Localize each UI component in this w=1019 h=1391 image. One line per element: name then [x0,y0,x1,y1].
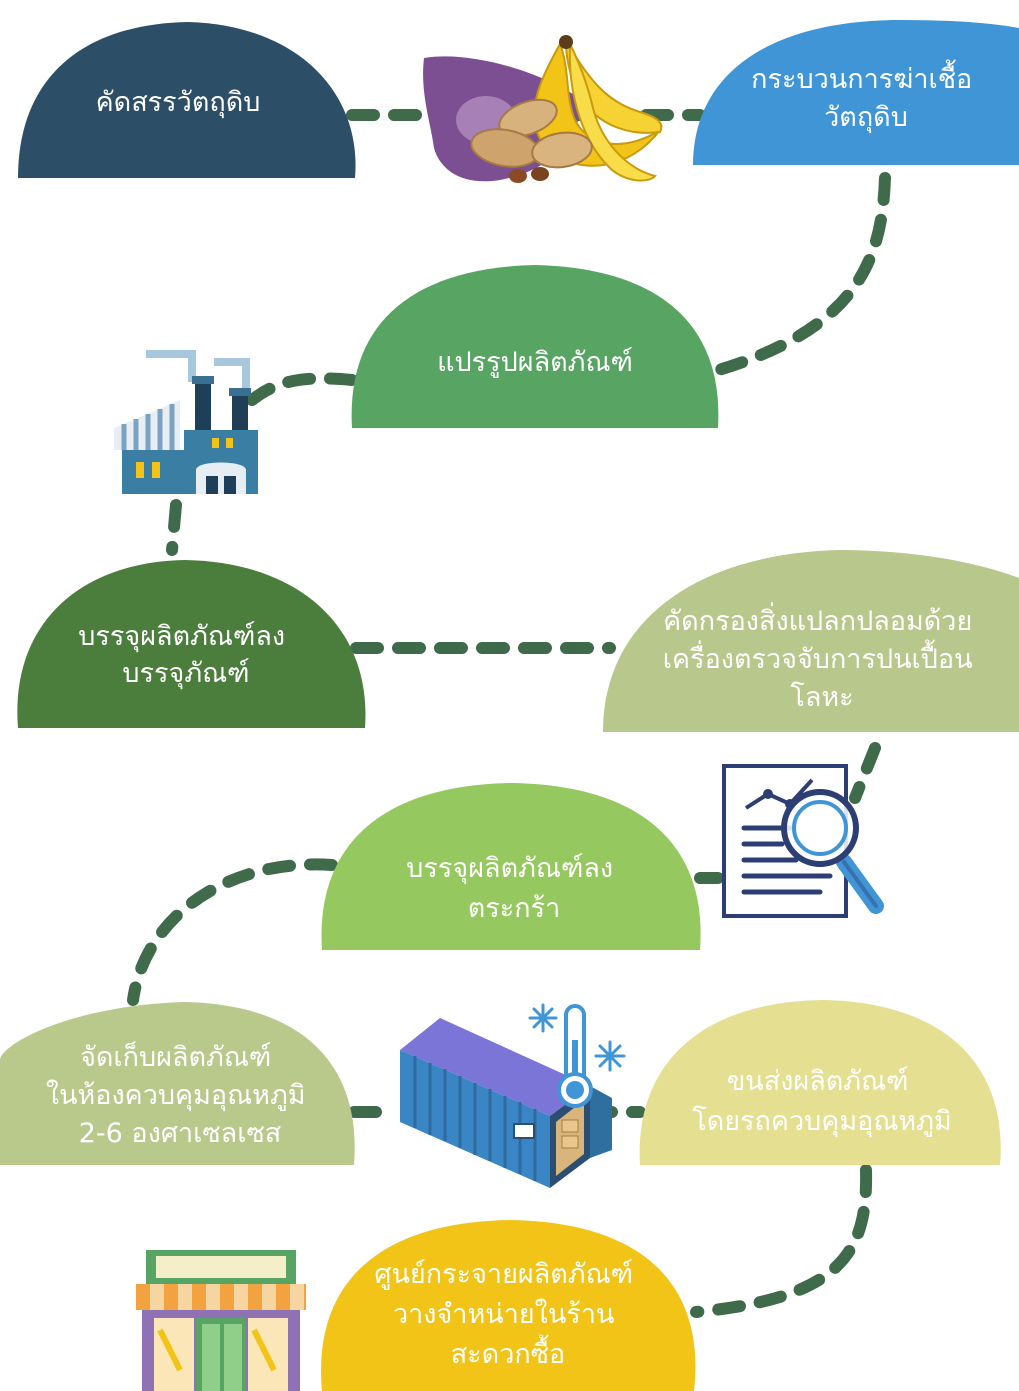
step-distribution-line2: วางจำหน่ายในร้าน [393,1298,614,1330]
step-distribution: ศูนย์กระจายผลิตภัณฑ์ วางจำหน่ายในร้าน สะ… [321,1220,696,1391]
thermometer-icon [557,1004,593,1108]
step-raw-sorting-shape [18,22,356,178]
step-cold-storage-shape [0,1002,355,1165]
svg-text:ขนส่งผลิตภัณฑ์ โดยรถควบค: ขนส่งผลิตภัณฑ์ โดยรถควบคุมอุณหภูมิ [692,1065,952,1138]
refrigerated-container-icon [400,1018,612,1188]
step-distribution-line3: สะดวกซื้อ [451,1334,566,1370]
raw-materials-icon [423,35,663,183]
step-packaging-line2: บรรจุภัณฑ์ [122,657,249,690]
connector-8-9 [690,1164,873,1318]
step-sterilization-shape [693,20,1019,165]
step-distribution-shape [321,1220,696,1391]
svg-text:บรรจุผลิตภัณฑ์ลง บรรจุภั: บรรจุผลิตภัณฑ์ลง บรรจุภัณฑ์ [78,620,293,690]
step-cold-storage-line1: จัดเก็บผลิตภัณฑ์ [80,1039,271,1073]
svg-text:ศูนย์กระจายผลิตภัณฑ์ วาง: ศูนย์กระจายผลิตภัณฑ์ วางจำหน่ายในร้าน สะ… [374,1258,641,1370]
step-processing-shape [351,265,719,428]
step-raw-sorting: คัดสรรวัตถุดิบ [18,22,356,178]
svg-text:บรรจุผลิตภัณฑ์ลง ตระกร้า: บรรจุผลิตภัณฑ์ลง ตระกร้า [406,852,621,924]
svg-text:จัดเก็บผลิตภัณฑ์ ในห้องค: จัดเก็บผลิตภัณฑ์ ในห้องควบคุมอุณหภูมิ 2-… [46,1039,314,1149]
step-processing-line1: แปรรูปผลิตภัณฑ์ [437,346,633,378]
step-packaging-line1: บรรจุผลิตภัณฑ์ลง [78,620,285,653]
step-metal-detection: คัดกรองสิ่งแปลกปลอมด้วย เครื่องตรวจจับกา… [603,550,1019,732]
step-metal-detection-shape [603,550,1019,732]
step-processing: แปรรูปผลิตภัณฑ์ [351,265,719,428]
svg-text:คัดกรองสิ่งแปลกปลอมด้วย: คัดกรองสิ่งแปลกปลอมด้วย เครื่องตรวจจับกา… [663,602,981,713]
document-search-icon [722,764,884,918]
step-cold-transport-line2: โดยรถควบคุมอุณหภูมิ [692,1106,952,1138]
step-sterilization-line1: กระบวนการฆ่าเชื้อ [751,59,972,95]
step-distribution-line1: ศูนย์กระจายผลิตภัณฑ์ [374,1258,633,1290]
step-sterilization-line2: วัตถุดิบ [824,102,908,134]
svg-text:แปรรูปผลิตภัณฑ์: แปรรูปผลิตภัณฑ์ [437,346,633,378]
step-basket-packing-shape [321,783,701,950]
svg-text:กระบวนการฆ่าเชื้อ วัตถุด: กระบวนการฆ่าเชื้อ วัตถุดิบ [751,59,981,134]
step-basket-packing-line2: ตระกร้า [468,893,561,924]
connector-2-3 [706,172,891,378]
step-metal-detection-line2: เครื่องตรวจจับการปนเปื้อน [663,639,973,675]
step-cold-storage-line3: 2-6 องศาเซลเซส [79,1118,282,1149]
step-cold-storage: จัดเก็บผลิตภัณฑ์ ในห้องควบคุมอุณหภูมิ 2-… [0,1002,355,1165]
step-basket-packing: บรรจุผลิตภัณฑ์ลง ตระกร้า [321,783,701,950]
svg-text:คัดสรรวัตถุดิบ: คัดสรรวัตถุดิบ [96,87,261,119]
convenience-store-icon [136,1250,306,1391]
connector-6-7 [127,858,338,1006]
step-packaging-shape [17,560,366,728]
step-metal-detection-line1: คัดกรองสิ่งแปลกปลอมด้วย [663,602,972,637]
step-basket-packing-line1: บรรจุผลิตภัณฑ์ลง [406,852,613,885]
snowflake-icon [594,1040,626,1072]
step-cold-transport: ขนส่งผลิตภัณฑ์ โดยรถควบคุมอุณหภูมิ [639,1000,1001,1165]
connector-3-factory [246,372,358,406]
step-sterilization: กระบวนการฆ่าเชื้อ วัตถุดิบ [693,20,1019,165]
connector-factory-4 [166,499,182,556]
step-cold-storage-line2: ในห้องควบคุมอุณหภูมิ [46,1079,306,1112]
step-cold-transport-line1: ขนส่งผลิตภัณฑ์ [727,1065,909,1097]
step-packaging: บรรจุผลิตภัณฑ์ลง บรรจุภัณฑ์ [17,560,366,728]
factory-icon [114,350,258,494]
step-cold-transport-shape [639,1000,1001,1165]
step-raw-sorting-line1: คัดสรรวัตถุดิบ [96,87,261,119]
step-metal-detection-line3: โลหะ [790,682,853,713]
snowflake-icon [528,1003,558,1033]
connector-5-inspection [849,742,881,804]
